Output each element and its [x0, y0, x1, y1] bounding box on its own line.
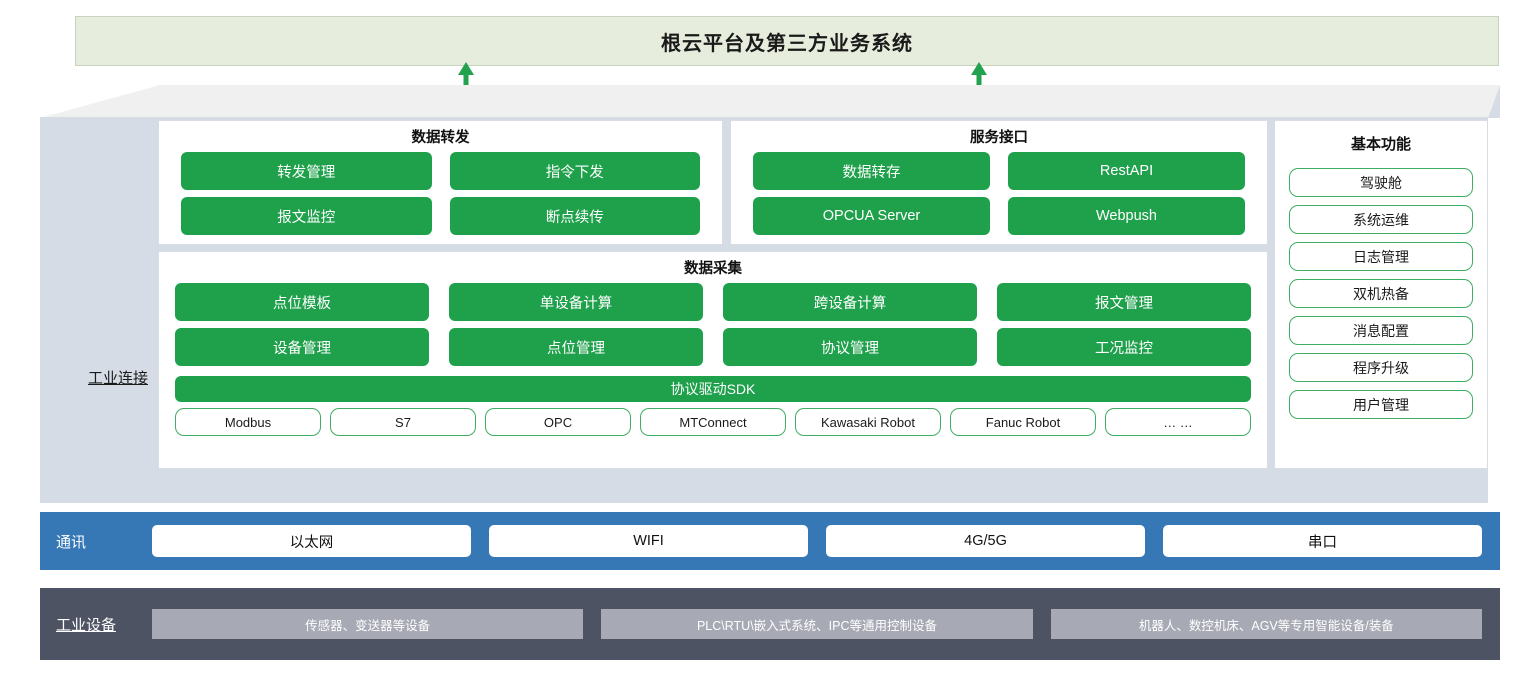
collect-item-4[interactable]: 设备管理 [175, 328, 429, 366]
panel-service-interface: 服务接口 数据转存 RestAPI OPCUA Server Webpush [730, 120, 1268, 245]
driver-chip-mtconnect[interactable]: MTConnect [640, 408, 786, 436]
basic-item-4[interactable]: 消息配置 [1289, 316, 1473, 345]
protocol-driver-chips: Modbus S7 OPC MTConnect Kawasaki Robot F… [159, 408, 1267, 444]
basic-item-0[interactable]: 驾驶舱 [1289, 168, 1473, 197]
forward-item-3[interactable]: 断点续传 [449, 197, 700, 235]
collect-item-0[interactable]: 点位模板 [175, 283, 429, 321]
industrial-connection-block: 工业连接 数据转发 转发管理 指令下发 报文监控 断点续传 服务接口 数据转存 … [40, 85, 1500, 503]
industrial-devices-label: 工业设备 [56, 616, 117, 634]
industrial-connection-label: 工业连接 [88, 370, 149, 387]
data-collection-grid: 点位模板 单设备计算 跨设备计算 报文管理 设备管理 点位管理 协议管理 工况监… [159, 283, 1267, 372]
panel-title-data-forwarding: 数据转发 [411, 130, 470, 146]
panel-data-forwarding: 数据转发 转发管理 指令下发 报文监控 断点续传 [158, 120, 723, 245]
collect-item-5[interactable]: 点位管理 [449, 328, 703, 366]
service-item-2[interactable]: OPCUA Server [753, 197, 990, 235]
protocol-driver-sdk-bar[interactable]: 协议驱动SDK [175, 376, 1251, 402]
driver-chip-opc[interactable]: OPC [485, 408, 631, 436]
driver-chip-kawasaki-robot[interactable]: Kawasaki Robot [795, 408, 941, 436]
platform-banner: 根云平台及第三方业务系统 [75, 16, 1499, 66]
panel-title-basic-functions: 基本功能 [1350, 136, 1411, 153]
device-item-smart-equipment[interactable]: 机器人、数控机床、AGV等专用智能设备/装备 [1050, 609, 1482, 639]
block-3d-top-surface [40, 85, 1500, 118]
panel-title-service-interface: 服务接口 [970, 130, 1028, 146]
collect-item-7[interactable]: 工况监控 [997, 328, 1251, 366]
collect-item-2[interactable]: 跨设备计算 [723, 283, 977, 321]
basic-item-3[interactable]: 双机热备 [1289, 279, 1473, 308]
basic-item-6[interactable]: 用户管理 [1289, 390, 1473, 419]
basic-item-5[interactable]: 程序升级 [1289, 353, 1473, 382]
communication-item-wifi[interactable]: WIFI [489, 525, 808, 557]
service-item-0[interactable]: 数据转存 [753, 152, 990, 190]
communication-item-4g5g[interactable]: 4G/5G [826, 525, 1145, 557]
panel-data-collection: 数据采集 点位模板 单设备计算 跨设备计算 报文管理 设备管理 点位管理 协议管… [158, 251, 1268, 469]
industrial-devices-band: 工业设备 传感器、变送器等设备 PLC\RTU\嵌入式系统、IPC等通用控制设备… [40, 588, 1500, 660]
driver-chip-more[interactable]: … … [1105, 408, 1251, 436]
forward-item-0[interactable]: 转发管理 [181, 152, 432, 190]
platform-title: 根云平台及第三方业务系统 [661, 32, 913, 55]
device-item-sensors[interactable]: 传感器、变送器等设备 [152, 609, 584, 639]
driver-chip-modbus[interactable]: Modbus [175, 408, 321, 436]
industrial-devices-items: 传感器、变送器等设备 PLC\RTU\嵌入式系统、IPC等通用控制设备 机器人、… [152, 609, 1500, 639]
driver-chip-s7[interactable]: S7 [330, 408, 476, 436]
forward-item-2[interactable]: 报文监控 [181, 197, 432, 235]
service-item-3[interactable]: Webpush [1008, 197, 1245, 235]
collect-item-1[interactable]: 单设备计算 [449, 283, 703, 321]
communication-band: 通讯 以太网 WIFI 4G/5G 串口 [40, 512, 1500, 570]
data-forwarding-grid: 转发管理 指令下发 报文监控 断点续传 [159, 152, 722, 243]
device-item-controllers[interactable]: PLC\RTU\嵌入式系统、IPC等通用控制设备 [601, 609, 1033, 639]
communication-items: 以太网 WIFI 4G/5G 串口 [152, 525, 1500, 557]
basic-item-1[interactable]: 系统运维 [1289, 205, 1473, 234]
collect-item-3[interactable]: 报文管理 [997, 283, 1251, 321]
communication-label: 通讯 [56, 533, 87, 551]
service-item-1[interactable]: RestAPI [1008, 152, 1245, 190]
driver-chip-fanuc-robot[interactable]: Fanuc Robot [950, 408, 1096, 436]
basic-functions-list: 驾驶舱 系统运维 日志管理 双机热备 消息配置 程序升级 用户管理 [1275, 164, 1487, 419]
service-interface-grid: 数据转存 RestAPI OPCUA Server Webpush [731, 152, 1267, 243]
panel-title-data-collection: 数据采集 [684, 261, 742, 277]
forward-item-1[interactable]: 指令下发 [449, 152, 700, 190]
communication-item-serial[interactable]: 串口 [1163, 525, 1482, 557]
basic-item-2[interactable]: 日志管理 [1289, 242, 1473, 271]
panel-basic-functions: 基本功能 驾驶舱 系统运维 日志管理 双机热备 消息配置 程序升级 用户管理 [1274, 120, 1488, 469]
communication-item-ethernet[interactable]: 以太网 [152, 525, 471, 557]
collect-item-6[interactable]: 协议管理 [723, 328, 977, 366]
